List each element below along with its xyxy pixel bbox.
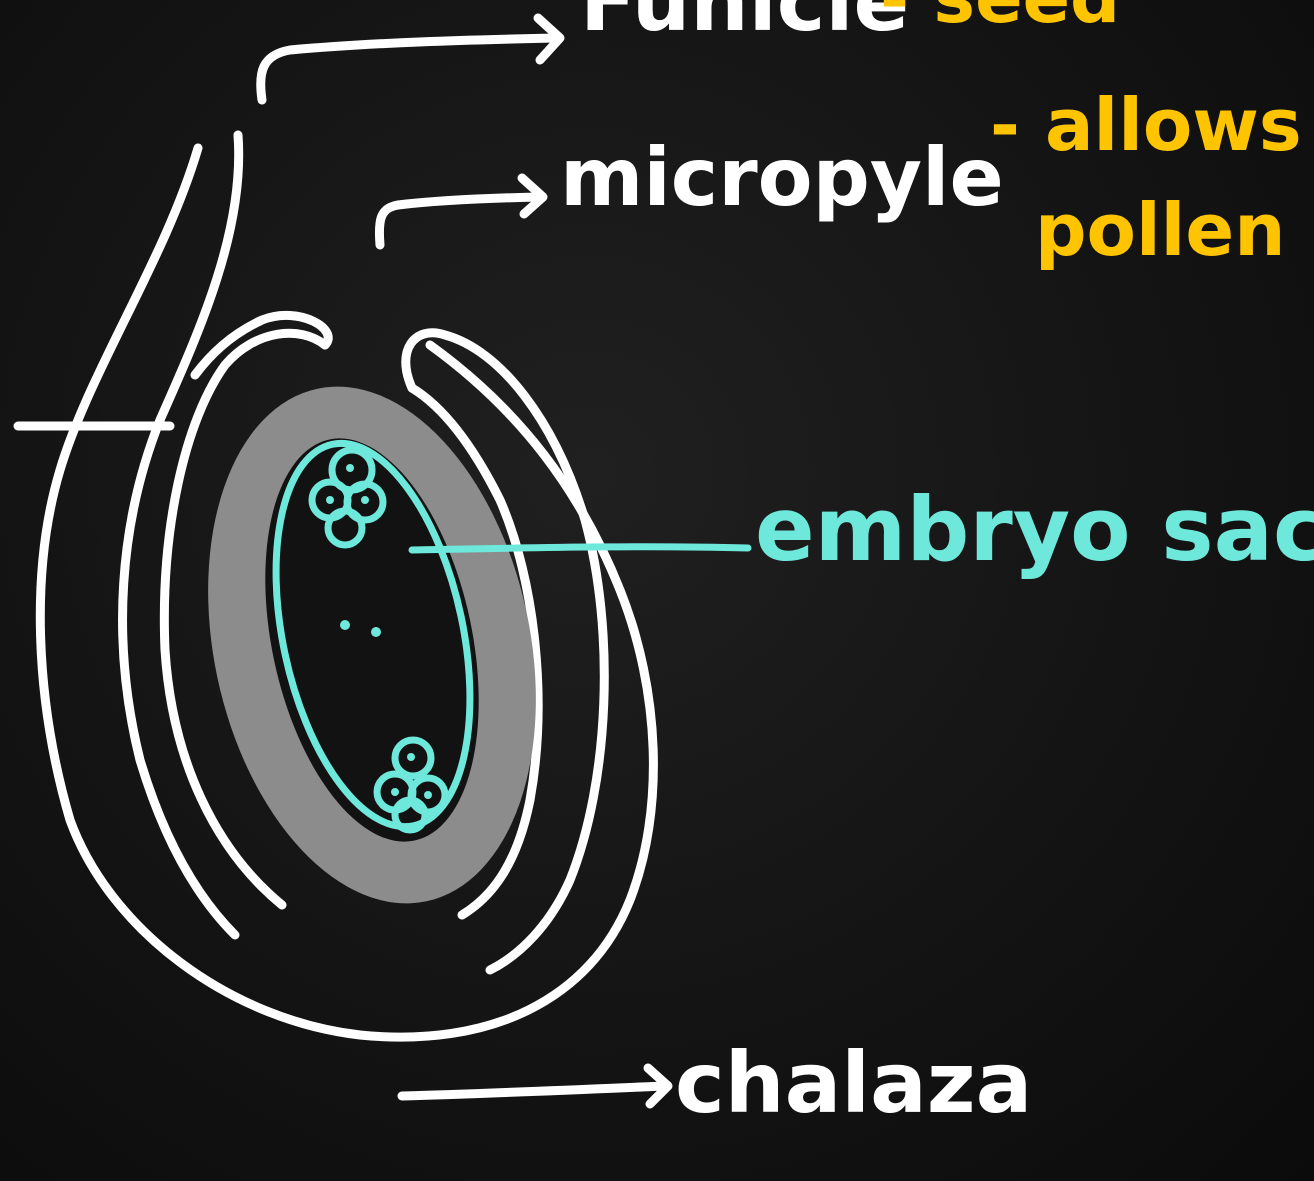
chalaza-label: chalaza [675,1034,1032,1132]
funicle-label: Funicle [580,0,909,50]
polar-nucleus-2 [371,627,381,637]
outer-integument-left-tip [195,315,328,375]
embryo-sac-label: embryo sac [755,478,1314,581]
funicle-note: - seed [880,0,1120,39]
embryo-sac-pointer-line [412,547,748,550]
micropyle-label: micropyle [560,131,1004,224]
chalaza-arrow-line [402,1086,665,1096]
micropyle-note-line2: pollen [1035,188,1285,272]
micropyle-note-line1: - allows [990,83,1302,167]
polar-nucleus-1 [340,620,350,630]
micropyle-arrow-line [379,197,540,245]
funicle-arrow-line [261,38,555,100]
